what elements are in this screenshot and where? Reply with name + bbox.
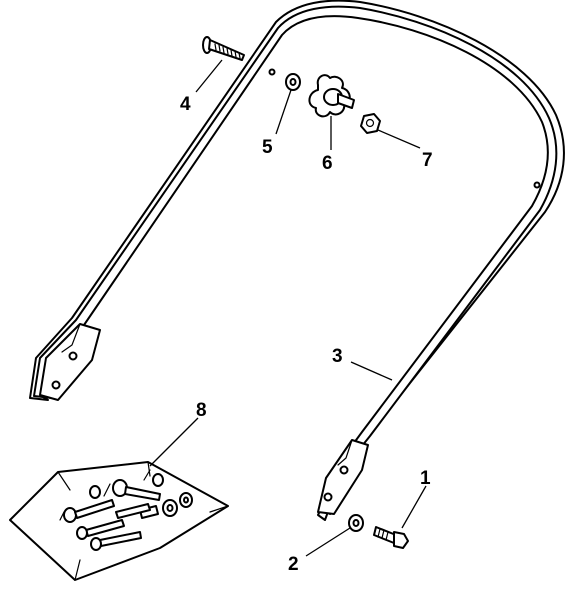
callout-8: 8 bbox=[196, 400, 207, 421]
leader-1 bbox=[401, 485, 427, 529]
callout-7: 7 bbox=[422, 150, 433, 171]
hardware-bag-part-8 bbox=[9, 461, 229, 581]
washer-part-5 bbox=[285, 73, 301, 91]
leader-2 bbox=[305, 527, 351, 557]
callout-4: 4 bbox=[180, 94, 191, 115]
leader-4 bbox=[195, 59, 223, 93]
leader-5 bbox=[275, 89, 292, 135]
callout-3: 3 bbox=[332, 346, 343, 367]
leader-7 bbox=[377, 129, 421, 149]
callout-5: 5 bbox=[262, 137, 273, 158]
leader-3 bbox=[350, 361, 393, 381]
callout-labels: 4 5 6 7 3 8 1 2 bbox=[180, 94, 433, 575]
callout-1: 1 bbox=[420, 468, 431, 489]
washer-part-2 bbox=[348, 514, 364, 532]
handle-bar bbox=[29, 0, 565, 521]
leader-8 bbox=[149, 417, 199, 467]
callout-2: 2 bbox=[288, 554, 299, 575]
bolt-part-1 bbox=[373, 526, 409, 549]
callout-6: 6 bbox=[322, 153, 333, 174]
nut-part-7 bbox=[360, 113, 381, 134]
knob-part-6 bbox=[308, 74, 355, 118]
bolt-part-4 bbox=[202, 36, 245, 61]
leader-lines bbox=[149, 59, 427, 557]
